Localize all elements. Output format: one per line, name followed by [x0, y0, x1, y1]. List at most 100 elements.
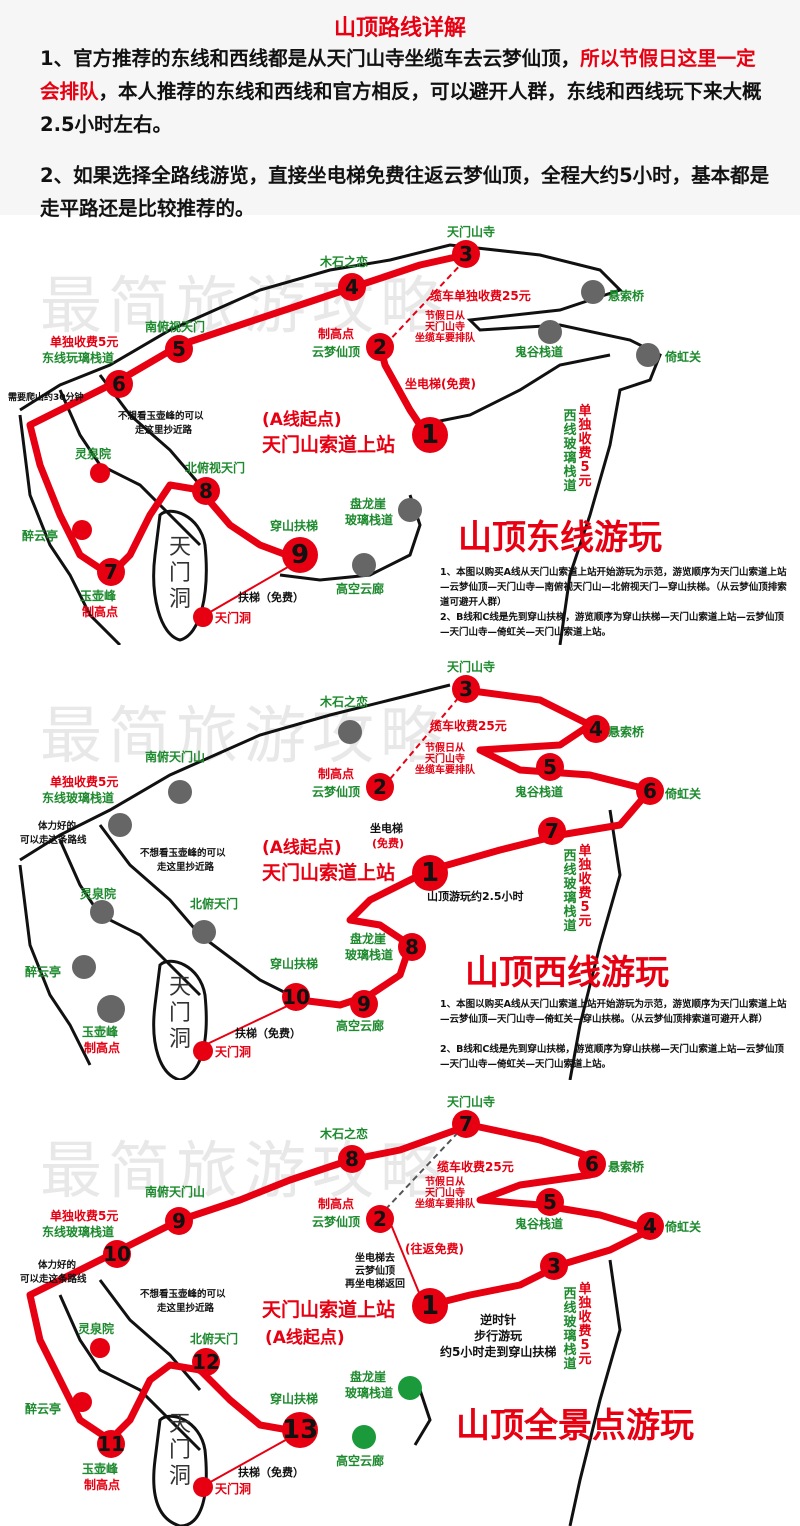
cave-text: 天门洞 [168, 535, 191, 612]
escalator-free-label: 扶梯（免费） [235, 1027, 301, 1040]
tianmen-cave-label: 天门洞 [215, 1482, 252, 1496]
start-a-label: (A线起点) [265, 1328, 345, 1348]
zuiyun-label: 醉云亭 [25, 965, 62, 979]
yuhu-label: 玉壶峰 [82, 1462, 119, 1476]
lingquan-dot [90, 463, 110, 483]
lingquan-label: 灵泉院 [75, 447, 112, 461]
glass-fee-label: 单独收费5元 [50, 1209, 119, 1223]
panlong-label-a: 盘龙崖 [350, 932, 387, 946]
west-glass-label: 西线玻璃栈道 [563, 1287, 577, 1372]
lingquan-label: 灵泉院 [78, 1322, 115, 1336]
yihong-label: 倚虹关 [665, 1220, 702, 1234]
suspension-label: 悬索桥 [608, 1160, 645, 1174]
stop-6: 6 [578, 1150, 606, 1178]
stop-8: 8 [338, 1145, 366, 1173]
east-route-title: 山顶东线游玩 [458, 518, 662, 558]
climb-note-a: 体力好的 [38, 821, 77, 832]
suspension-bridge-dot [581, 280, 605, 304]
stop-1: 1 [412, 855, 448, 891]
start-a-label: (A线起点) [262, 410, 342, 430]
stop-5: 5 [536, 753, 564, 781]
yunmeng-label: 云梦仙顶 [312, 785, 361, 799]
stop-13: 13 [282, 1412, 318, 1448]
tianmen-cave-label: 天门洞 [215, 1045, 252, 1059]
wood-stone-dot [338, 720, 362, 744]
stop-6: 6 [636, 777, 664, 805]
corridor-label: 高空云廊 [336, 1019, 385, 1033]
stop-10: 10 [103, 1240, 131, 1268]
wood-stone-label: 木石之恋 [320, 1127, 369, 1141]
corridor-label: 高空云廊 [336, 582, 385, 596]
intro-paragraph-2: 2、如果选择全路线游览，直接坐电梯免费往返云梦仙顶，全程大约5小时，基本都是走平… [40, 164, 770, 220]
east-route-map: 最简旅游攻略 3 4 5 6 7 8 9 2 1 天门山寺 木石之恋 缆车单独收… [0, 215, 800, 645]
yihong-label: 倚虹关 [665, 787, 702, 801]
walk-note: 逆时针步行游玩约5小时走到穿山扶梯 [440, 1313, 557, 1359]
stop-11: 11 [97, 1430, 125, 1458]
all-route-title: 山顶全景点游玩 [456, 1406, 694, 1446]
west-glass-fee: 单独收费5元 [578, 844, 592, 929]
zuiyun-label: 醉云亭 [25, 1402, 62, 1416]
lingquan-dot [90, 1338, 110, 1358]
stop-1: 1 [412, 417, 448, 453]
west-route-map: 最简旅游攻略 3 4 5 6 7 8 9 10 2 1 天门山寺 木石之恋 缆车… [0, 645, 800, 1080]
suspension-label: 悬索桥 [608, 289, 645, 303]
panlong-dot [398, 1376, 422, 1400]
tianmen-cave-dot [193, 1477, 213, 1497]
yunmeng-label: 云梦仙顶 [312, 1215, 361, 1229]
stop-1: 1 [412, 1288, 448, 1324]
glass-walk-label: 东线玩璃栈道 [42, 351, 115, 365]
stop-2: 2 [366, 333, 394, 361]
stop-3: 3 [452, 240, 480, 268]
east-note-1: 1、本图以购买A线从天门山索道上站开始游玩为示范，游览顺序为天门山索道上站—云梦… [440, 567, 787, 608]
cable-fee-label: 缆车收费25元 [437, 1160, 514, 1174]
north-view-label: 北俯天门 [190, 1332, 239, 1346]
yuhu-dot [97, 995, 125, 1023]
zuiyun-dot [72, 1392, 92, 1412]
yuhu-high-label: 制高点 [84, 1478, 121, 1492]
escalator-label: 穿山扶梯 [270, 1392, 319, 1406]
zuiyun-dot [72, 955, 96, 979]
all-route-map: 最简旅游攻略 7 6 5 4 3 8 9 10 11 12 13 2 1 天门山… [0, 1080, 800, 1526]
climb-note-b: 可以走这条路线 [20, 835, 87, 846]
west-glass-fee: 单独收费5元 [578, 404, 592, 489]
stop-4: 4 [636, 1212, 664, 1240]
start-station-label: 天门山索道上站 [262, 1299, 396, 1321]
lingquan-label: 灵泉院 [80, 887, 117, 901]
stop-12: 12 [192, 1348, 220, 1376]
watermark: 最简旅游攻略 [40, 1134, 449, 1207]
stop-4: 4 [582, 715, 610, 743]
ghost-valley-label: 鬼谷栈道 [515, 345, 564, 359]
shortcut-note-b: 走这里抄近路 [157, 862, 215, 873]
wood-stone-label: 木石之恋 [320, 255, 369, 269]
yunmeng-label: 云梦仙顶 [312, 345, 361, 359]
holiday-note: 节假日从天门山寺坐缆车要排队 [415, 1177, 475, 1210]
cable-fee-label: 缆车单独收费25元 [430, 289, 531, 303]
shortcut-note-a: 不想看玉壶峰的可以 [118, 411, 204, 422]
escalator-free-label: 扶梯（免费） [238, 591, 304, 604]
panlong-dot [398, 498, 422, 522]
west-route-title: 山顶西线游玩 [465, 953, 669, 993]
stop-7: 7 [97, 558, 125, 586]
elevator-label: 坐电梯(免费) [405, 377, 476, 391]
west-note-1: 1、本图以购买A线从天门山索道上站开始游玩为示范，游览顺序为天门山索道上站—云梦… [440, 999, 787, 1025]
start-station-label: 天门山索道上站 [262, 434, 396, 456]
intro-section: 山顶路线详解 1、官方推荐的东线和西线都是从天门山寺坐缆车去云梦仙顶，所以节假日… [0, 0, 800, 220]
stop-9: 9 [282, 537, 318, 573]
cave-text: 天门洞 [168, 1412, 191, 1489]
temple-label: 天门山寺 [447, 660, 496, 674]
panlong-label-a: 盘龙崖 [350, 1370, 387, 1384]
watermark: 最简旅游攻略 [40, 699, 449, 772]
panlong-label-a: 盘龙崖 [350, 497, 387, 511]
wood-stone-label: 木石之恋 [320, 695, 369, 709]
page-title: 山顶路线详解 [333, 16, 466, 41]
shortcut-note-b: 走这里抄近路 [157, 1303, 215, 1314]
stop-3: 3 [540, 1252, 568, 1280]
p1-highlight: 所以节假日这里一定会排队 [40, 47, 756, 103]
shortcut-note-a: 不想看玉壶峰的可以 [140, 1289, 226, 1300]
glass-walk-label: 东线玻璃栈道 [42, 791, 115, 805]
climb-note-a: 体力好的 [38, 1260, 77, 1271]
stop-7: 7 [452, 1110, 480, 1138]
zuiyun-label: 醉云亭 [22, 529, 59, 543]
glass-dot [108, 813, 132, 837]
shortcut-note-a: 不想看玉壶峰的可以 [140, 848, 226, 859]
